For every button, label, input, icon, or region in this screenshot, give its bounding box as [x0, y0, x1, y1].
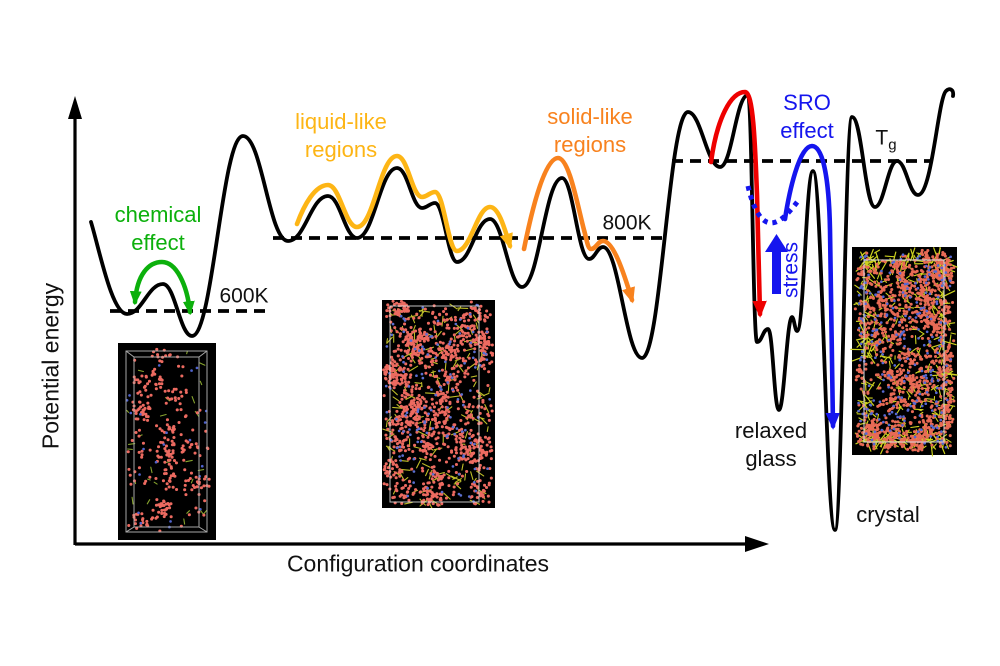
y-axis-label: Potential energy	[37, 282, 64, 450]
sro-curve-arrow	[782, 143, 840, 430]
snapshot-atoms	[857, 253, 953, 449]
snapshot-atoms	[126, 350, 208, 525]
chemical-effect-arrow	[129, 259, 195, 316]
tg-symbol: T	[875, 126, 889, 150]
simulation-box-wireframe	[389, 305, 480, 503]
energy-landscape-curve	[89, 87, 956, 532]
x-axis-arrowhead-icon	[745, 536, 769, 552]
x-axis-label: Configuration coordinates	[286, 550, 550, 577]
snapshot-liquid-800k	[382, 300, 495, 508]
y-axis-arrowhead-icon	[68, 96, 82, 119]
stress-arrow	[765, 234, 788, 294]
label-sro-effect: SRO effect	[780, 89, 834, 143]
quench-curve-arrow	[708, 89, 767, 318]
snapshot-atoms	[126, 347, 211, 533]
simulation-box-wireframe	[863, 259, 945, 443]
solid-like-curve-arrow	[521, 155, 635, 304]
label-600k: 600K	[219, 284, 269, 308]
snapshot-atoms	[382, 300, 495, 507]
label-relaxed-glass: relaxed glass	[734, 417, 808, 471]
label-chemical-effect: chemical effect	[114, 201, 202, 255]
snapshot-crystal-sro	[850, 247, 958, 457]
label-tg: Tg	[875, 125, 896, 154]
label-solid-like-regions: solid-like regions	[547, 103, 633, 157]
label-crystal: crystal	[856, 501, 920, 527]
label-liquid-like-regions: liquid-like regions	[295, 108, 387, 162]
snapshot-dilute-600k	[118, 343, 216, 540]
simulation-box-wireframe	[125, 350, 208, 533]
liquid-like-curve-arrow	[294, 153, 513, 254]
label-stress: stress	[779, 241, 803, 299]
y-axis	[68, 96, 82, 545]
label-800k: 800K	[602, 211, 652, 235]
snapshot-atoms	[384, 303, 491, 503]
x-axis	[75, 536, 769, 552]
tg-subscript: g	[888, 136, 897, 154]
